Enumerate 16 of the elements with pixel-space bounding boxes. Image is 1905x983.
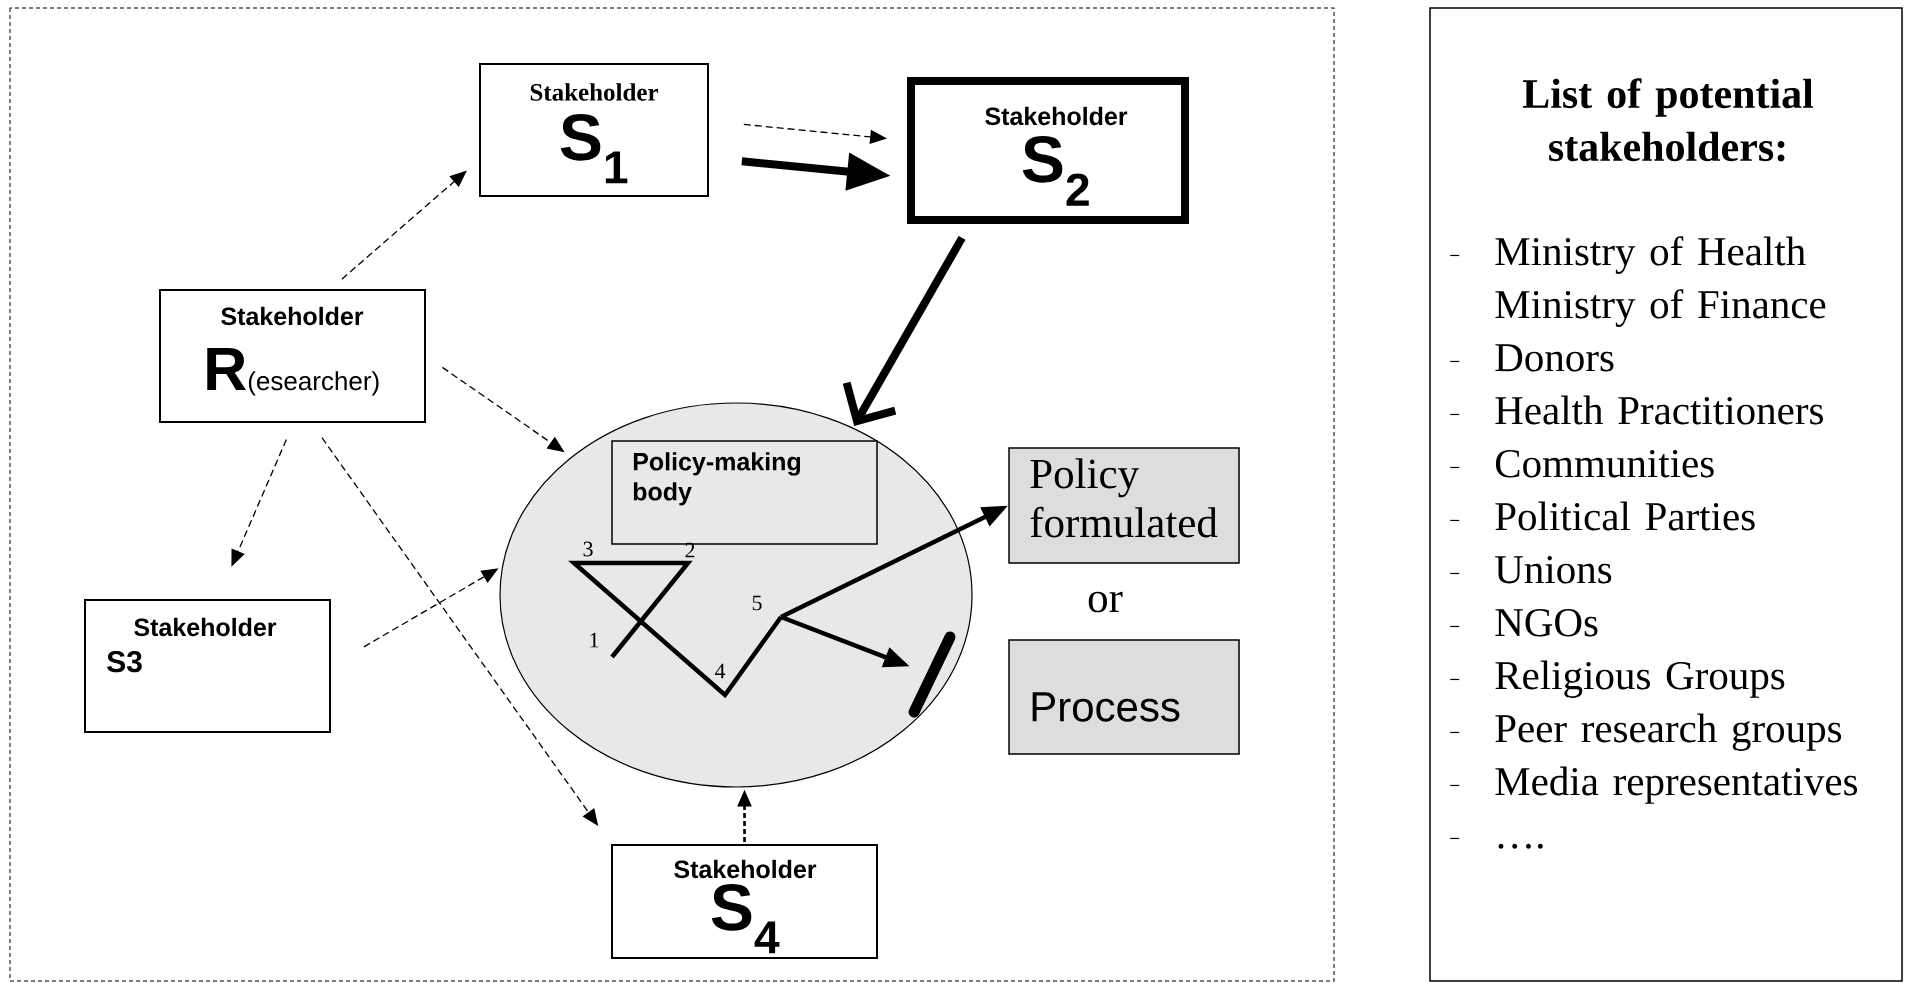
stakeholder-box: Stakeholder S$_{1}$: [479, 63, 709, 197]
blocking-bar: [908, 631, 956, 718]
callout-number: 4: [714, 663, 726, 679]
stakeholder-box: Stakeholder S$_{2}$: [907, 77, 1189, 224]
outcome-box: Policy formulated: [1008, 447, 1240, 564]
outcome-box: Process: [1008, 639, 1240, 755]
stakeholder-box: Stakeholder S$_{4}$: [611, 844, 878, 959]
arrow: [842, 235, 966, 426]
callout-number: 3: [583, 541, 593, 557]
conjunction-text: or: [1088, 591, 1123, 613]
arrow: [341, 170, 467, 280]
stakeholder-box: Stakeholder S3: [84, 599, 331, 733]
callout-number: 2: [685, 542, 695, 558]
callout-number: 1: [590, 632, 599, 648]
callout-number: 5: [752, 595, 762, 611]
stakeholder-list-box: List of potential stakeholders: Ministry of Health Ministry of Finance Donors Health Practitioners Communities Political Parties Unions NGOs Religious Groups Peer research groups Media representatives ….: [1429, 7, 1903, 982]
